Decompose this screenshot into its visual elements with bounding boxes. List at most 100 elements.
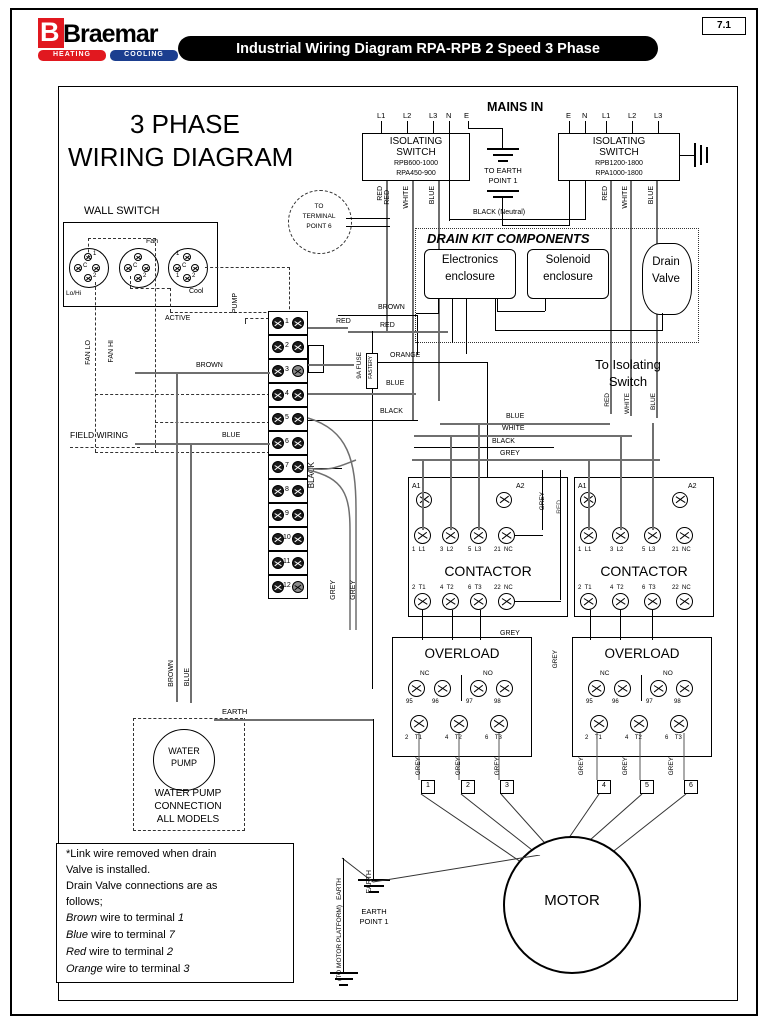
fuse-lead-bottom bbox=[372, 389, 373, 689]
right-switch-wire-white: WHITE bbox=[622, 186, 629, 209]
terminal-screw-right-5[interactable] bbox=[292, 413, 304, 425]
blue-wire-a bbox=[308, 393, 416, 395]
dial-lohi-label-2: 2 bbox=[93, 273, 97, 279]
earth-bar-1a bbox=[487, 148, 519, 150]
left-contactor-box bbox=[408, 477, 568, 617]
left-contactor-terminal-4t2[interactable] bbox=[442, 593, 459, 610]
terminal-screw-left-6[interactable] bbox=[272, 437, 284, 449]
header-title-pill bbox=[178, 36, 658, 61]
right-contactor-terminal-21nc[interactable] bbox=[676, 527, 693, 544]
wall-switch-lohi-caption: Lo/Hi bbox=[66, 290, 82, 297]
left-switch-lead-l2 bbox=[407, 121, 408, 133]
terminal-screw-right-7[interactable] bbox=[292, 461, 304, 473]
fuse-name-label: FASTERY bbox=[368, 356, 374, 379]
terminal-screw-left-9[interactable] bbox=[272, 509, 284, 521]
right-switch-lead-l1 bbox=[606, 121, 607, 133]
terminal-screw-right-9[interactable] bbox=[292, 509, 304, 521]
field-dash-v1 bbox=[88, 238, 89, 258]
wire-label-red-1: RED bbox=[336, 318, 351, 325]
terminal-screw-left-4[interactable] bbox=[272, 389, 284, 401]
right-contactor-a2-terminal[interactable] bbox=[672, 492, 688, 508]
terminal-screw-right-2[interactable] bbox=[292, 341, 304, 353]
field-dash-lower bbox=[95, 452, 270, 453]
right-contactor-terminal-6t3[interactable] bbox=[644, 593, 661, 610]
terminal-screw-left-8[interactable] bbox=[272, 485, 284, 497]
electronics-enclosure-line1: Electronics bbox=[441, 254, 499, 266]
left-switch-lead-l1 bbox=[381, 121, 382, 133]
terminal-screw-right-11[interactable] bbox=[292, 557, 304, 569]
notes-line-3: Drain Valve connections are as bbox=[66, 880, 218, 892]
right-contactor-terminal-2t1[interactable] bbox=[580, 593, 597, 610]
left-overload-label-97: 97 bbox=[466, 699, 473, 705]
terminal-screw-left-2[interactable] bbox=[272, 341, 284, 353]
left-isolating-switch-model2: RPA450-900 bbox=[396, 170, 436, 177]
left-overload-terminal-95[interactable] bbox=[408, 680, 425, 697]
terminal-screw-left-3[interactable] bbox=[272, 365, 284, 377]
water-pump-caption-1: WATER PUMP bbox=[154, 788, 222, 799]
left-contactor-label-5l3: 5 L3 bbox=[468, 547, 482, 553]
left-contactor-a2-terminal[interactable] bbox=[496, 492, 512, 508]
wire-label-blue-1: BLUE bbox=[386, 380, 405, 387]
terminal-screw-right-1[interactable] bbox=[292, 317, 304, 329]
cable-bundle-sweep bbox=[307, 417, 357, 630]
notes-line-2: Valve is installed. bbox=[66, 864, 151, 876]
right-overload-terminal-96[interactable] bbox=[614, 680, 631, 697]
terminal-screw-right-6[interactable] bbox=[292, 437, 304, 449]
left-overload-terminal-98[interactable] bbox=[496, 680, 513, 697]
left-contactor-a1-terminal[interactable] bbox=[416, 492, 432, 508]
left-overload-divider bbox=[461, 675, 462, 701]
motor-label: MOTOR bbox=[544, 892, 600, 909]
terminal-screw-left-1[interactable] bbox=[272, 317, 284, 329]
terminal-screw-left-10[interactable] bbox=[272, 533, 284, 545]
left-contactor-terminal-22nc[interactable] bbox=[498, 593, 515, 610]
terminal-number-5: 5 bbox=[285, 414, 289, 421]
motor-wire-numbox-3 bbox=[500, 780, 514, 794]
field-dash-fan-drop bbox=[130, 276, 131, 289]
terminal-point-lead-b bbox=[346, 226, 390, 227]
dial-cool-label-c: C bbox=[182, 263, 187, 269]
right-overload-terminal-98[interactable] bbox=[676, 680, 693, 697]
right-overload-terminal-6t3[interactable] bbox=[670, 715, 688, 733]
terminal-screw-right-3[interactable] bbox=[292, 365, 304, 377]
notes-connection-4-color: Orange bbox=[66, 963, 103, 975]
neutral-label: BLACK (Neutral) bbox=[473, 209, 526, 216]
notes-connection-3: Red wire to terminal 2 bbox=[66, 946, 173, 958]
right-contactor-terminal-22nc[interactable] bbox=[676, 593, 693, 610]
terminal-point-line3: POINT 6 bbox=[306, 223, 332, 230]
right-overload-terminal-97[interactable] bbox=[650, 680, 667, 697]
left-contactor-feed-3 bbox=[478, 423, 480, 530]
left-contactor-terminal-21nc[interactable] bbox=[498, 527, 515, 544]
terminal-screw-right-8[interactable] bbox=[292, 485, 304, 497]
earth-vertical-line bbox=[373, 719, 374, 879]
terminal-screw-left-12[interactable] bbox=[272, 581, 284, 593]
left-overload-terminal-4t2[interactable] bbox=[450, 715, 468, 733]
left-overload-terminal-6t3[interactable] bbox=[490, 715, 508, 733]
right-overload-terminal-95[interactable] bbox=[588, 680, 605, 697]
notes-connection-2-terminal: 7 bbox=[168, 929, 175, 941]
right-overload-terminal-4t2[interactable] bbox=[630, 715, 648, 733]
terminal-screw-left-11[interactable] bbox=[272, 557, 284, 569]
water-pump-caption-3: ALL MODELS bbox=[156, 814, 220, 825]
water-pump-circle-line1: WATER bbox=[168, 746, 200, 756]
terminal-screw-right-10[interactable] bbox=[292, 533, 304, 545]
overload-grey-top-label: GREY bbox=[500, 630, 520, 637]
right-switch-terminal-l2: L2 bbox=[628, 111, 637, 120]
terminal-screw-right-12[interactable] bbox=[292, 581, 304, 593]
left-contactor-coil-link bbox=[560, 470, 561, 600]
dial-cool-label-2: 2 bbox=[192, 273, 196, 279]
left-overload-terminal-96[interactable] bbox=[434, 680, 451, 697]
left-contactor-terminal-2t1[interactable] bbox=[414, 593, 431, 610]
terminal-screw-left-5[interactable] bbox=[272, 413, 284, 425]
terminal-screw-left-7[interactable] bbox=[272, 461, 284, 473]
motor-wire-num-6: 6 bbox=[689, 782, 693, 789]
left-switch-terminal-l1: L1 bbox=[377, 111, 386, 120]
left-contactor-terminal-6t3[interactable] bbox=[470, 593, 487, 610]
terminal-point-lead-a bbox=[346, 218, 390, 219]
left-overload-terminal-97[interactable] bbox=[470, 680, 487, 697]
field-dash-cool-h bbox=[205, 267, 290, 268]
left-overload-terminal-2t1[interactable] bbox=[410, 715, 428, 733]
terminal-screw-right-4[interactable] bbox=[292, 389, 304, 401]
right-contactor-terminal-4t2[interactable] bbox=[612, 593, 629, 610]
field-dash-v3 bbox=[95, 282, 96, 452]
right-overload-terminal-2t1[interactable] bbox=[590, 715, 608, 733]
